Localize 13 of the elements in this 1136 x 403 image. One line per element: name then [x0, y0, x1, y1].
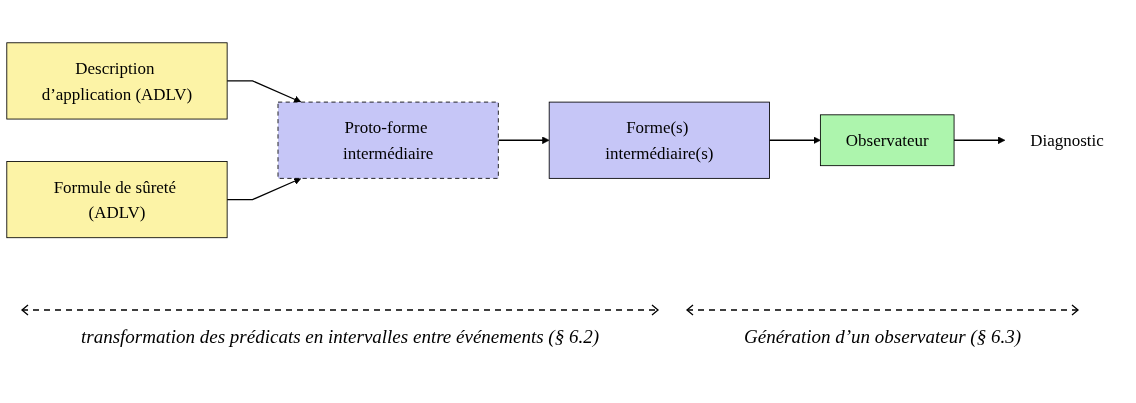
phase-caption: Génération d’un observateur (§ 6.3)	[743, 326, 1022, 348]
arrow	[226, 80, 302, 103]
node-box: Description d’application (ADLV)	[6, 42, 228, 120]
arrow	[497, 136, 550, 144]
arrow	[953, 136, 1006, 144]
arrow	[226, 177, 302, 200]
node-box: Proto-forme intermédiaire	[277, 101, 499, 179]
phase-caption: transformation des prédicats en intervalles entre événements (§ 6.2)	[80, 326, 600, 348]
node-box: Observateur	[819, 114, 955, 166]
node-box: Forme(s) intermédiaire(s)	[548, 101, 770, 179]
arrow	[768, 136, 821, 144]
node-text: Diagnostic	[1030, 130, 1104, 150]
node-box: Formule de sûreté (ADLV)	[6, 160, 228, 238]
